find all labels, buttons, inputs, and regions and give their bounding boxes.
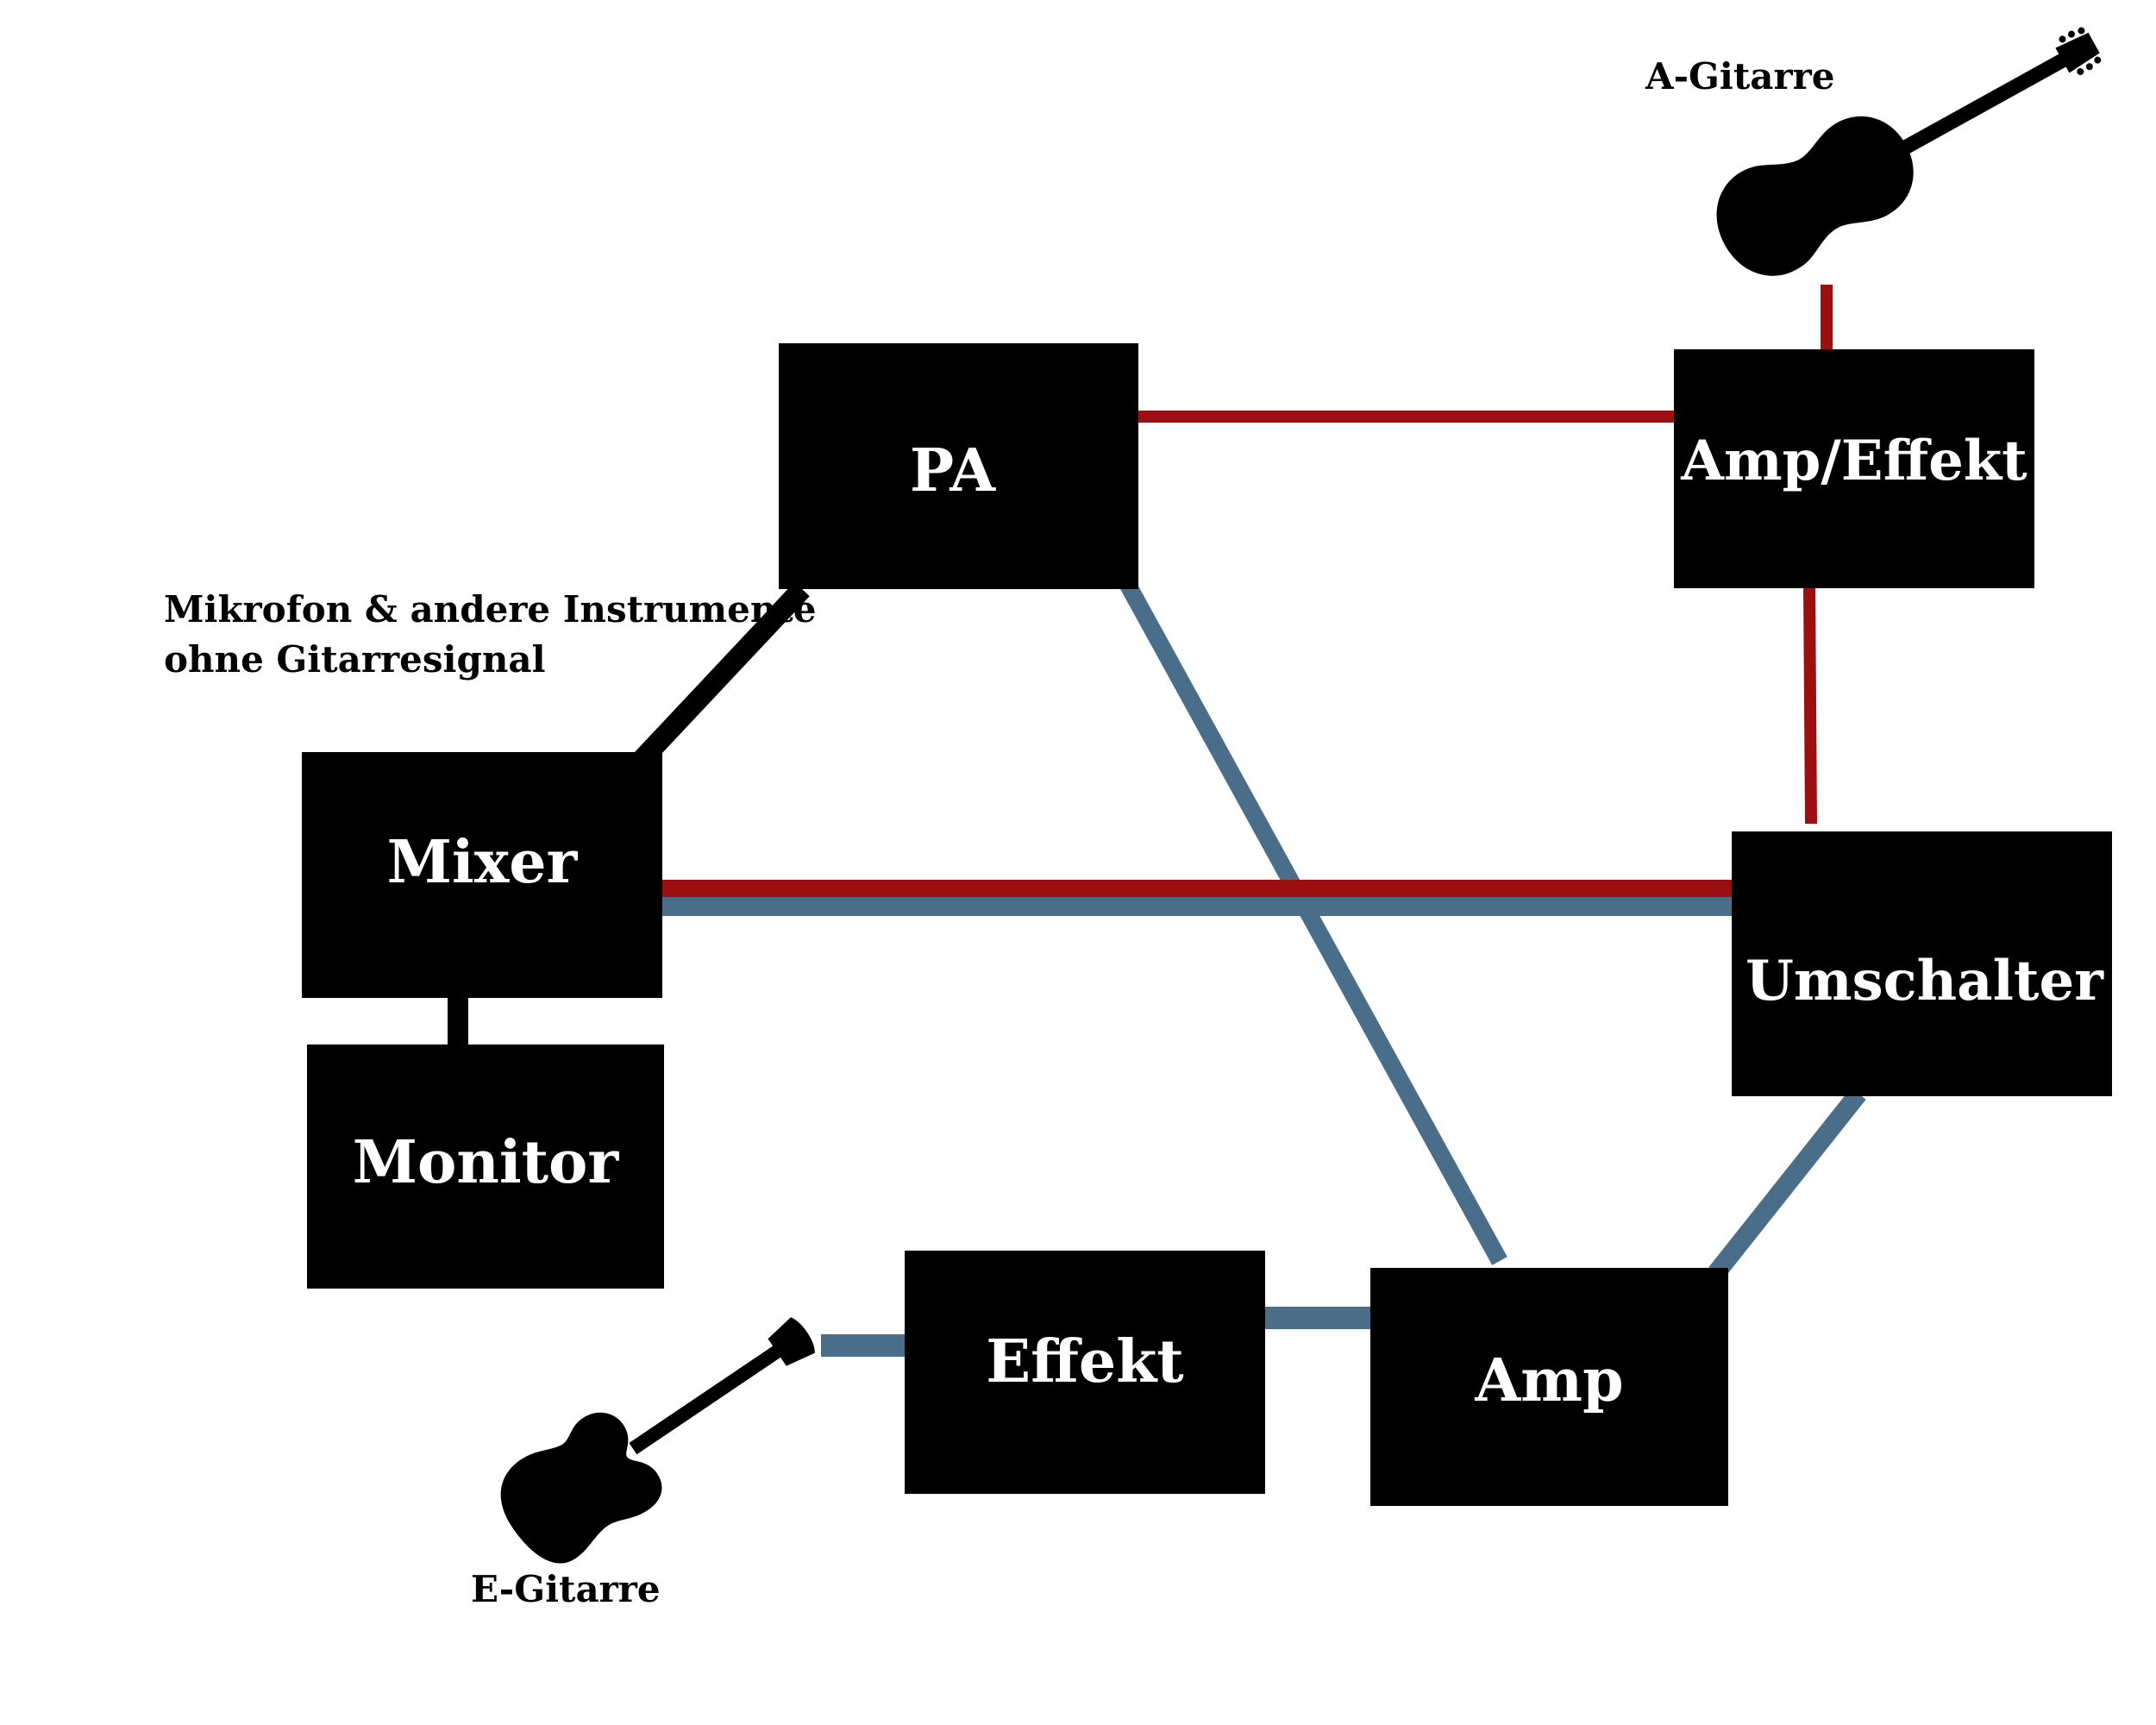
acoustic-guitar-icon xyxy=(1716,27,2102,276)
connection-mixer-umschalter-blue xyxy=(644,897,1756,916)
connection-amp-effekt-umschalter xyxy=(1803,584,1817,825)
connection-umschalter-amp xyxy=(1708,1088,1866,1279)
connection-mixer-umschalter-red xyxy=(644,880,1756,897)
mikrofon-label-line2: ohne Gitarresignal xyxy=(164,638,546,681)
amp-box: Amp xyxy=(1370,1268,1728,1506)
connection-pa-amp xyxy=(1118,576,1507,1265)
mixer-box: Mixer xyxy=(302,752,662,998)
monitor-box: Monitor xyxy=(307,1044,664,1289)
pa-box: PA xyxy=(779,343,1138,589)
mikrofon-label-line1: Mikrofon & andere Instrumente xyxy=(164,588,817,630)
umschalter-box: Umschalter xyxy=(1732,831,2112,1096)
electric-guitar-icon xyxy=(500,1317,815,1564)
a-gitarre-label: A-Gitarre xyxy=(1645,55,1835,97)
connection-pa-mixer xyxy=(635,581,810,767)
amp-effekt-box: Amp/Effekt xyxy=(1674,349,2034,588)
effekt-box: Effekt xyxy=(905,1251,1265,1494)
e-gitarre-label: E-Gitarre xyxy=(471,1568,661,1610)
